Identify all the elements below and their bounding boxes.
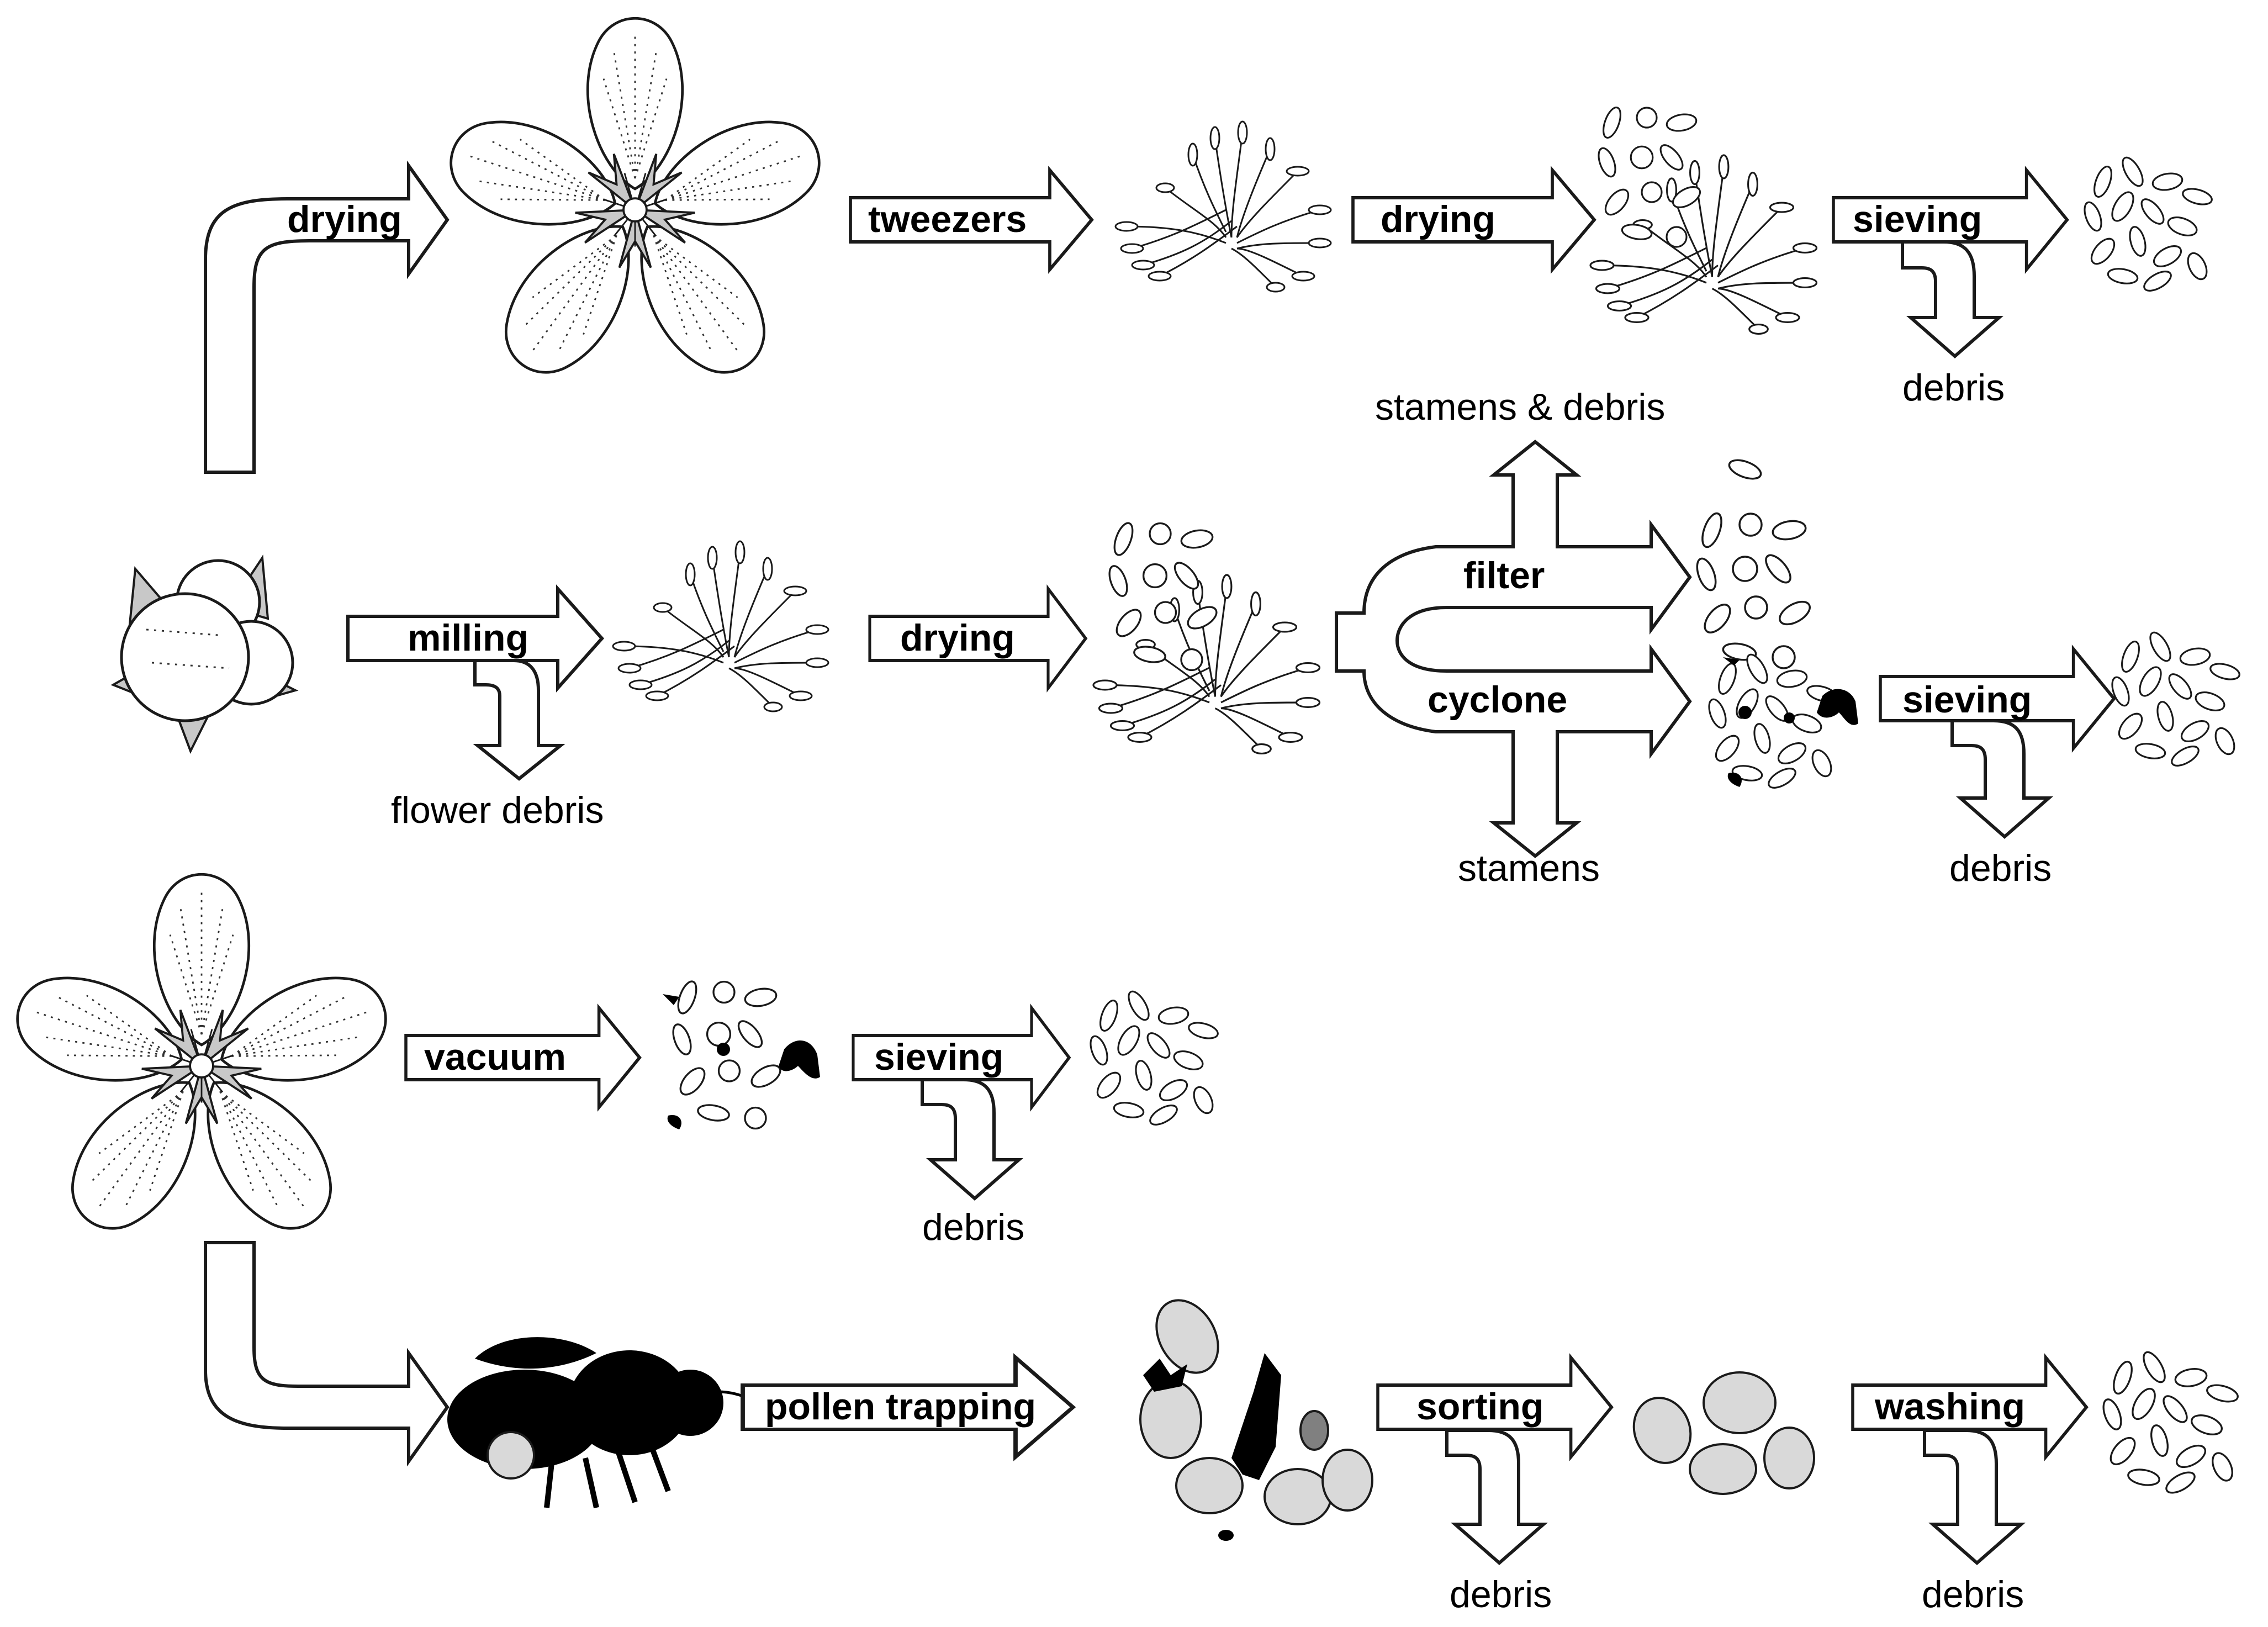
sieving-label-row1: sieving (1853, 198, 1982, 240)
bent-arrow-to-bee (204, 1241, 450, 1467)
milling-label: milling (408, 617, 528, 659)
tweezers-label: tweezers (868, 198, 1027, 240)
pollen-trapping-label: pollen trapping (765, 1386, 1036, 1428)
honeybee-silhouette (447, 1337, 763, 1509)
down-arrow-debris-sorting (1445, 1429, 1548, 1565)
open-flower-top (438, 18, 832, 393)
debris-label-row2: debris (1949, 847, 2052, 889)
down-arrow-debris-row3 (921, 1078, 1023, 1201)
stamens-debris-label: stamens & debris (1375, 386, 1665, 428)
split-arrow-filter-cyclone (1335, 440, 1692, 858)
filter-label: filter (1463, 554, 1545, 596)
flower-debris-label: flower debris (391, 789, 604, 831)
sorting-label: sorting (1416, 1386, 1543, 1428)
sieving-label-row3: sieving (874, 1036, 1003, 1078)
drying-label: drying (287, 198, 402, 240)
stamens-with-pollen-2 (1092, 520, 1321, 754)
sieving-label-row2: sieving (1902, 679, 2032, 721)
filtered-pollen-with-debris (1692, 459, 1858, 793)
debris-label-washing: debris (1922, 1573, 2024, 1615)
sorted-pollen-loads (1632, 1371, 1815, 1495)
washing-label: washing (1874, 1386, 2025, 1428)
vacuumed-pollen-with-debris (663, 978, 820, 1130)
clean-pollen-row1 (2080, 154, 2214, 295)
down-arrow-flower-debris (473, 659, 565, 781)
vacuum-label: vacuum (424, 1036, 566, 1078)
stamens-label: stamens (1458, 847, 1600, 889)
cyclone-label: cyclone (1428, 679, 1567, 721)
flower-bud (110, 554, 299, 754)
drying-label-row2: drying (900, 617, 1015, 659)
debris-label-sorting: debris (1450, 1573, 1552, 1615)
clean-pollen-row3 (1086, 987, 1220, 1129)
stamens-with-pollen-1 (1589, 104, 1818, 335)
down-arrow-debris-row2 (1950, 719, 2053, 839)
debris-label-row1: debris (1902, 367, 2005, 409)
drying-label-row1b: drying (1381, 198, 1495, 240)
down-arrow-debris-washing (1923, 1429, 2026, 1565)
clean-pollen-row4 (2099, 1348, 2241, 1498)
debris-label-row3: debris (922, 1206, 1024, 1248)
down-arrow-debris-row1 (1901, 240, 2003, 358)
stamens-cluster-2 (612, 540, 829, 712)
open-flower-bottom (5, 874, 399, 1249)
bent-arrow-drying (204, 160, 450, 474)
stamens-cluster-1 (1114, 120, 1332, 293)
clean-pollen-row2 (2108, 628, 2242, 770)
trapped-pollen-loads (1139, 1299, 1373, 1541)
